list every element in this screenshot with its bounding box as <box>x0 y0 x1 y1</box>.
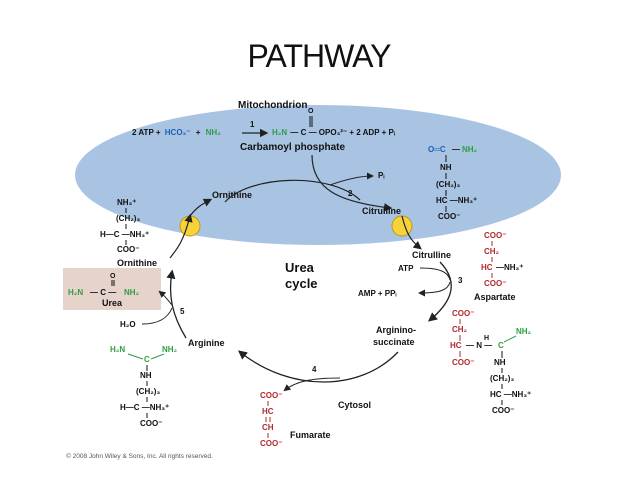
svg-text:HC: HC <box>481 263 493 272</box>
step-4-label: 4 <box>312 365 317 374</box>
fumarate-release-arrow <box>283 377 341 392</box>
argininosuccinate-label-line1: Arginino- <box>376 325 416 335</box>
svg-text:COO⁻: COO⁻ <box>452 309 474 318</box>
svg-text:NH₂: NH₂ <box>124 288 140 297</box>
reaction-2-arrow <box>311 154 393 212</box>
step-3-label: 3 <box>458 276 463 285</box>
svg-text:NH₂: NH₂ <box>462 145 478 154</box>
citrulline-export-arrow <box>401 215 422 250</box>
amp-ppi-label: AMP + PPᵢ <box>358 289 397 298</box>
svg-text:C: C <box>498 341 504 350</box>
svg-text:COO⁻: COO⁻ <box>140 419 162 428</box>
svg-text:HC: HC <box>262 407 274 416</box>
svg-text:NH: NH <box>440 163 452 172</box>
svg-text:NH: NH <box>140 371 152 380</box>
svg-text:— C —: — C — <box>90 288 116 297</box>
carbamoyl-phosphate-label: Carbamoyl phosphate <box>240 142 345 153</box>
argininosuccinate-structure: COO⁻ CH₂ HC — N — C H COO⁻ NH₂ NH (CH₂)₃… <box>450 309 532 415</box>
citrulline-structure: O═C — NH₂ NH (CH₂)₃ HC —NH₃⁺ COO⁻ <box>428 145 478 221</box>
ornithine-mito-arrow <box>189 198 213 217</box>
carbamoyl-carbonyl-o: O <box>308 108 314 115</box>
step-5-label: 5 <box>180 307 185 316</box>
svg-text:COO⁻: COO⁻ <box>117 245 139 254</box>
citrulline-to-argininosuccinate-arrow <box>428 261 452 322</box>
fumarate-label: Fumarate <box>290 430 331 440</box>
fumarate-structure: COO⁻ HC CH COO⁻ <box>260 391 282 448</box>
svg-text:H—C —NH₃⁺: H—C —NH₃⁺ <box>120 403 169 412</box>
svg-text:HC —NH₃⁺: HC —NH₃⁺ <box>490 390 531 399</box>
svg-text:COO⁻: COO⁻ <box>438 212 460 221</box>
copyright-notice: © 2008 John Wiley & Sons, Inc. All right… <box>66 452 213 460</box>
svg-text:C: C <box>144 355 150 364</box>
svg-text:CH: CH <box>262 423 274 432</box>
svg-text:H₂N: H₂N <box>68 288 83 297</box>
svg-text:H—C —NH₃⁺: H—C —NH₃⁺ <box>100 230 149 239</box>
svg-text:COO⁻: COO⁻ <box>492 406 514 415</box>
atp-in-arrow <box>419 267 451 281</box>
svg-text:O: O <box>110 273 116 280</box>
step-1-label: 1 <box>250 120 255 129</box>
argininosuccinate-label-line2: succinate <box>373 337 415 347</box>
svg-text:(CH₂)₃: (CH₂)₃ <box>116 214 140 223</box>
water-in-arrow <box>141 307 173 325</box>
pi-release-arrow <box>329 172 374 186</box>
reaction-1-reactants: 2 ATP + HCO₃⁻ + NH₃ <box>132 128 221 137</box>
arginine-to-ornithine-arrow <box>166 269 187 339</box>
arginine-label: Arginine <box>188 338 225 348</box>
svg-text:COO⁻: COO⁻ <box>484 279 506 288</box>
svg-text:CH₂: CH₂ <box>452 325 468 334</box>
svg-text:CH₂: CH₂ <box>484 247 500 256</box>
cytosol-label: Cytosol <box>338 400 371 410</box>
svg-text:COO⁻: COO⁻ <box>260 439 282 448</box>
svg-text:COO⁻: COO⁻ <box>452 358 474 367</box>
amp-out-arrow <box>418 281 451 297</box>
svg-text:(CH₂)₃: (CH₂)₃ <box>136 387 160 396</box>
svg-text:HC: HC <box>450 341 462 350</box>
svg-text:NH₂: NH₂ <box>162 345 178 354</box>
ornithine-import-arrow <box>169 213 193 259</box>
pi-label: Pᵢ <box>378 171 384 180</box>
urea-cycle-label-line2: cycle <box>285 276 318 291</box>
urea-label: Urea <box>102 298 123 308</box>
svg-text:NH₂: NH₂ <box>516 327 532 336</box>
citrulline-cytosol-label: Citrulline <box>412 250 451 260</box>
atp-label: ATP <box>398 264 414 273</box>
arginine-structure: H₂N NH₂ C NH (CH₂)₃ H—C —NH₃⁺ COO⁻ <box>110 345 178 428</box>
ornithine-transporter <box>179 215 201 237</box>
urea-box <box>63 268 161 310</box>
citrulline-transporter <box>391 215 413 237</box>
ornithine-to-citrulline-arc <box>224 179 361 203</box>
svg-text:(CH₂)₃: (CH₂)₃ <box>436 180 460 189</box>
svg-text:HC —NH₃⁺: HC —NH₃⁺ <box>436 196 477 205</box>
svg-text:—NH₃⁺: —NH₃⁺ <box>496 263 523 272</box>
svg-text:H: H <box>484 335 489 342</box>
urea-structure: O H₂N — C — NH₂ <box>68 273 140 297</box>
carbamoyl-phosphate-formula: H₂N — C — OPO₃²⁻ + 2 ADP + Pᵢ <box>272 128 395 137</box>
mitochondrion-region <box>75 105 561 245</box>
mitochondrion-label: Mitochondrion <box>238 100 307 111</box>
citrulline-mito-label: Citrulline <box>362 206 401 216</box>
svg-text:NH₃⁺: NH₃⁺ <box>117 198 136 207</box>
svg-text:(CH₂)₃: (CH₂)₃ <box>490 374 514 383</box>
argininosuccinate-to-arginine-arrow <box>237 350 399 383</box>
svg-text:O═C: O═C <box>428 145 446 154</box>
svg-text:COO⁻: COO⁻ <box>484 231 506 240</box>
svg-text:— N —: — N — <box>466 341 492 350</box>
svg-text:NH: NH <box>494 358 506 367</box>
ornithine-mito-label: Ornithine <box>212 190 252 200</box>
urea-out-arrow <box>158 290 173 306</box>
svg-text:COO⁻: COO⁻ <box>260 391 282 400</box>
aspartate-label: Aspartate <box>474 292 516 302</box>
aspartate-structure: COO⁻ CH₂ HC —NH₃⁺ COO⁻ <box>481 231 523 288</box>
svg-text:—: — <box>452 145 460 154</box>
slide-title: PATHWAY <box>247 38 392 74</box>
ornithine-structure: NH₃⁺ (CH₂)₃ H—C —NH₃⁺ COO⁻ <box>100 198 149 254</box>
urea-cycle-label-line1: Urea <box>285 260 315 275</box>
svg-text:H₂N: H₂N <box>110 345 125 354</box>
h2o-label: H₂O <box>120 320 136 329</box>
ornithine-cytosol-label: Ornithine <box>117 258 157 268</box>
